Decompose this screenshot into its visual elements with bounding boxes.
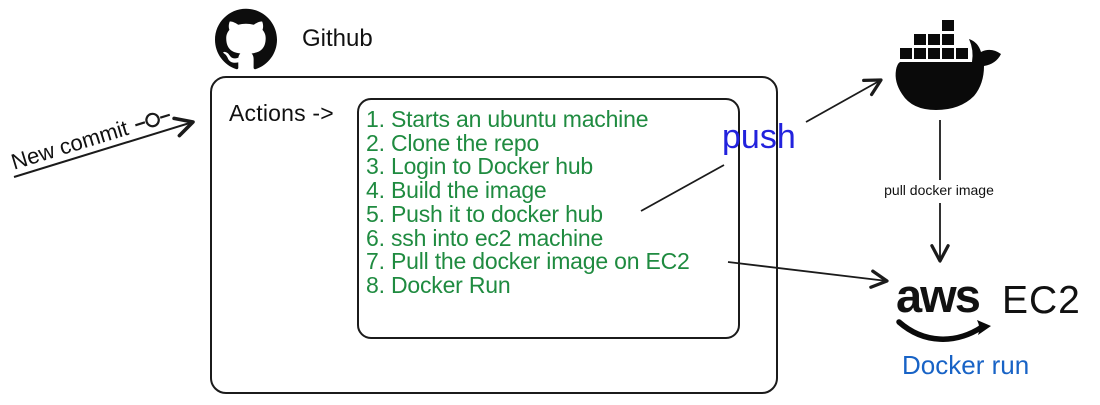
actions-label: Actions -> — [229, 100, 334, 126]
action-step: 4. Build the image — [366, 177, 547, 204]
github-octocat-icon — [215, 8, 277, 70]
actions-steps-box — [357, 98, 740, 339]
new-commit-group: New commit — [8, 102, 174, 175]
docker-run-label: Docker run — [902, 350, 1030, 380]
new-commit-arrow — [13, 116, 195, 178]
action-step: 6. ssh into ec2 machine — [366, 224, 604, 251]
github-label: Github — [302, 25, 373, 52]
aws-logo-text: aws — [896, 269, 981, 322]
docker-whale-icon — [895, 20, 1001, 110]
action-step: 7. Pull the docker image on EC2 — [366, 248, 690, 275]
aws-smile-icon — [896, 319, 991, 342]
push-arrow — [805, 78, 883, 123]
github-actions-outer-box — [210, 76, 778, 394]
action-step: 5. Push it to docker hub — [366, 200, 603, 227]
commit-icon — [135, 112, 171, 128]
action-step: 1. Starts an ubuntu machine — [366, 106, 649, 132]
ec2-label: EC2 — [1002, 279, 1081, 322]
actions-steps-list: 1. Starts an ubuntu machine 2. Clone the… — [366, 106, 732, 298]
push-arrow-segment-1 — [640, 164, 725, 212]
push-arrow-label: push — [722, 118, 796, 156]
action-step: 3. Login to Docker hub — [366, 153, 594, 180]
pull-docker-image-label: pull docker image — [884, 182, 994, 198]
pull-image-on-ec2-arrow — [727, 261, 889, 289]
action-step: 2. Clone the repo — [366, 129, 540, 156]
action-step: 8. Docker Run — [366, 271, 511, 298]
